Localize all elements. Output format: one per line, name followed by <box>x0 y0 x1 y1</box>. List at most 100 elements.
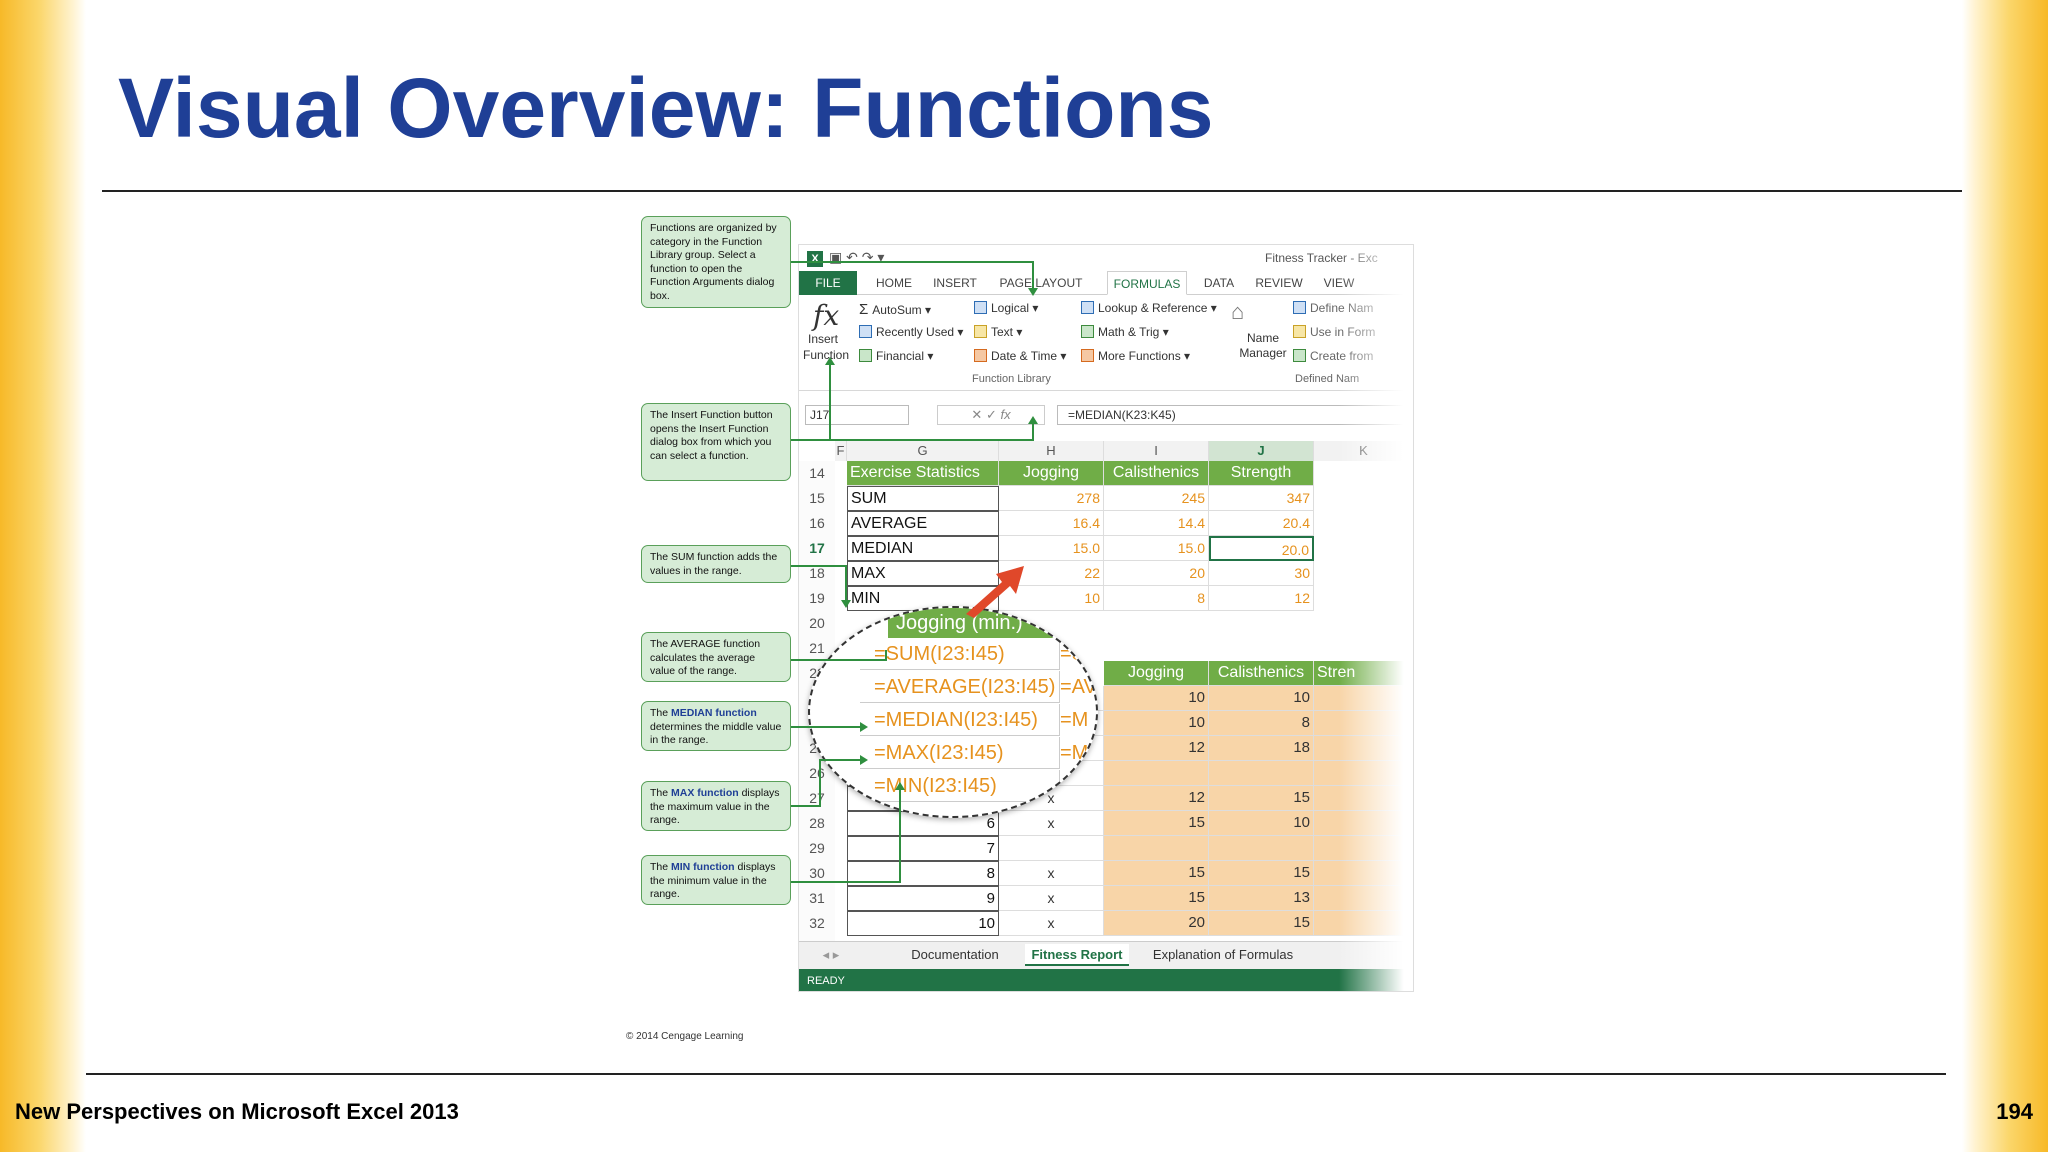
row-header[interactable]: 17 <box>799 536 835 561</box>
log-jogging-cell[interactable]: 12 <box>1104 786 1209 811</box>
undo-icon[interactable]: ↶ <box>846 249 858 265</box>
log-calisthenics-cell[interactable]: 13 <box>1209 886 1314 911</box>
tab-data[interactable]: DATA <box>1203 276 1235 290</box>
row-header[interactable]: 20 <box>799 611 835 636</box>
row-header[interactable]: 31 <box>799 886 835 911</box>
log-x-cell[interactable]: x <box>999 786 1104 811</box>
redo-icon[interactable]: ↷ <box>861 249 874 265</box>
stats-value-cell[interactable]: 347 <box>1209 486 1314 511</box>
log-calisthenics-cell[interactable]: 10 <box>1209 811 1314 836</box>
log-x-cell[interactable]: x <box>999 911 1104 936</box>
log-calisthenics-cell[interactable]: 8 <box>1209 711 1314 736</box>
financial-button[interactable]: Financial ▾ <box>859 349 933 363</box>
stats-value-cell[interactable]: 20 <box>1104 561 1209 586</box>
stats-label-cell[interactable]: MAX <box>847 561 999 586</box>
row-header[interactable]: 19 <box>799 586 835 611</box>
lookup-reference-button[interactable]: Lookup & Reference ▾ <box>1081 301 1217 315</box>
log-calisthenics-cell[interactable]: 18 <box>1209 736 1314 761</box>
stats-value-cell[interactable]: 14.4 <box>1104 511 1209 536</box>
logical-button[interactable]: Logical ▾ <box>974 301 1038 315</box>
log-index-cell[interactable]: 8 <box>847 861 999 886</box>
sheet-tab-documentation[interactable]: Documentation <box>911 947 999 962</box>
stats-header-cell[interactable]: Strength <box>1209 461 1314 486</box>
tab-page-layout[interactable]: PAGE LAYOUT <box>999 276 1083 290</box>
name-manager-icon[interactable]: ⌂ <box>1231 299 1245 324</box>
insert-function-fx-icon[interactable]: fx <box>1000 407 1011 422</box>
log-jogging-cell[interactable]: 12 <box>1104 736 1209 761</box>
row-header[interactable]: 28 <box>799 811 835 836</box>
formula-input[interactable]: =MEDIAN(K23:K45) <box>1057 405 1413 425</box>
stats-value-cell[interactable]: 20.4 <box>1209 511 1314 536</box>
log-jogging-cell[interactable] <box>1104 761 1209 786</box>
row-header[interactable]: 16 <box>799 511 835 536</box>
stats-value-cell[interactable]: 15.0 <box>999 536 1104 561</box>
stats-value-cell[interactable]: 20.0 <box>1209 536 1314 561</box>
row-header[interactable]: 29 <box>799 836 835 861</box>
save-icon[interactable]: ▣ <box>829 249 843 265</box>
log-calisthenics-cell[interactable]: 15 <box>1209 786 1314 811</box>
recently-used-button[interactable]: Recently Used ▾ <box>859 325 963 339</box>
stats-value-cell[interactable]: 30 <box>1209 561 1314 586</box>
stats-value-cell[interactable]: 278 <box>999 486 1104 511</box>
log-jogging-cell[interactable]: 15 <box>1104 861 1209 886</box>
sheet-tab-fitness-report[interactable]: Fitness Report <box>1025 944 1129 966</box>
row-header[interactable]: 30 <box>799 861 835 886</box>
log-jogging-cell[interactable]: 10 <box>1104 686 1209 711</box>
log-header-cell[interactable]: Jogging <box>1104 661 1209 686</box>
stats-header-cell[interactable]: Exercise Statistics <box>847 461 999 486</box>
name-box[interactable]: J17 <box>805 405 909 425</box>
stats-header-cell[interactable]: Jogging <box>999 461 1104 486</box>
cancel-icon[interactable]: ✕ <box>971 407 983 422</box>
column-header-f[interactable]: F <box>835 441 847 461</box>
log-calisthenics-cell[interactable] <box>1209 761 1314 786</box>
column-header-j[interactable]: J <box>1209 441 1314 461</box>
log-x-cell[interactable]: x <box>999 861 1104 886</box>
enter-icon[interactable]: ✓ <box>985 407 997 422</box>
log-jogging-cell[interactable]: 15 <box>1104 886 1209 911</box>
log-calisthenics-cell[interactable]: 15 <box>1209 911 1314 936</box>
text-button[interactable]: Text ▾ <box>974 325 1022 339</box>
log-calisthenics-cell[interactable]: 10 <box>1209 686 1314 711</box>
log-jogging-cell[interactable]: 20 <box>1104 911 1209 936</box>
stats-header-cell[interactable]: Calisthenics <box>1104 461 1209 486</box>
log-index-cell[interactable]: 7 <box>847 836 999 861</box>
row-header[interactable]: 27 <box>799 786 835 811</box>
customize-qat-icon[interactable]: ▾ <box>877 249 885 265</box>
row-header[interactable]: 15 <box>799 486 835 511</box>
log-jogging-cell[interactable]: 15 <box>1104 811 1209 836</box>
stats-value-cell[interactable]: 8 <box>1104 586 1209 611</box>
date-time-button[interactable]: Date & Time ▾ <box>974 349 1066 363</box>
stats-label-cell[interactable]: SUM <box>847 486 999 511</box>
more-functions-button[interactable]: More Functions ▾ <box>1081 349 1190 363</box>
name-manager-button[interactable]: Name Manager <box>1239 331 1287 360</box>
row-header[interactable]: 14 <box>799 461 835 486</box>
stats-value-cell[interactable]: 245 <box>1104 486 1209 511</box>
tab-file[interactable]: FILE <box>799 271 857 295</box>
insert-function-button[interactable]: Insert Function <box>803 332 850 362</box>
log-jogging-cell[interactable]: 10 <box>1104 711 1209 736</box>
stats-value-cell[interactable]: 12 <box>1209 586 1314 611</box>
stats-value-cell[interactable]: 22 <box>999 561 1104 586</box>
row-header[interactable]: 32 <box>799 911 835 936</box>
row-header[interactable]: 18 <box>799 561 835 586</box>
tab-formulas[interactable]: FORMULAS <box>1107 271 1187 295</box>
column-header-i[interactable]: I <box>1104 441 1209 461</box>
log-calisthenics-cell[interactable] <box>1209 836 1314 861</box>
stats-value-cell[interactable]: 15.0 <box>1104 536 1209 561</box>
log-index-cell[interactable]: 10 <box>847 911 999 936</box>
tab-insert[interactable]: INSERT <box>933 276 977 290</box>
log-x-cell[interactable] <box>999 836 1104 861</box>
stats-value-cell[interactable]: 16.4 <box>999 511 1104 536</box>
math-trig-button[interactable]: Math & Trig ▾ <box>1081 325 1169 339</box>
log-calisthenics-cell[interactable]: 15 <box>1209 861 1314 886</box>
sheet-nav-arrows-icon[interactable]: ◂ ▸ <box>822 947 840 962</box>
tab-home[interactable]: HOME <box>876 276 912 290</box>
tab-review[interactable]: REVIEW <box>1255 276 1303 290</box>
stats-label-cell[interactable]: MEDIAN <box>847 536 999 561</box>
log-header-cell[interactable]: Calisthenics <box>1209 661 1314 686</box>
log-jogging-cell[interactable] <box>1104 836 1209 861</box>
sheet-tab-explanation[interactable]: Explanation of Formulas <box>1152 947 1294 962</box>
log-index-cell[interactable]: 9 <box>847 886 999 911</box>
log-x-cell[interactable]: x <box>999 811 1104 836</box>
